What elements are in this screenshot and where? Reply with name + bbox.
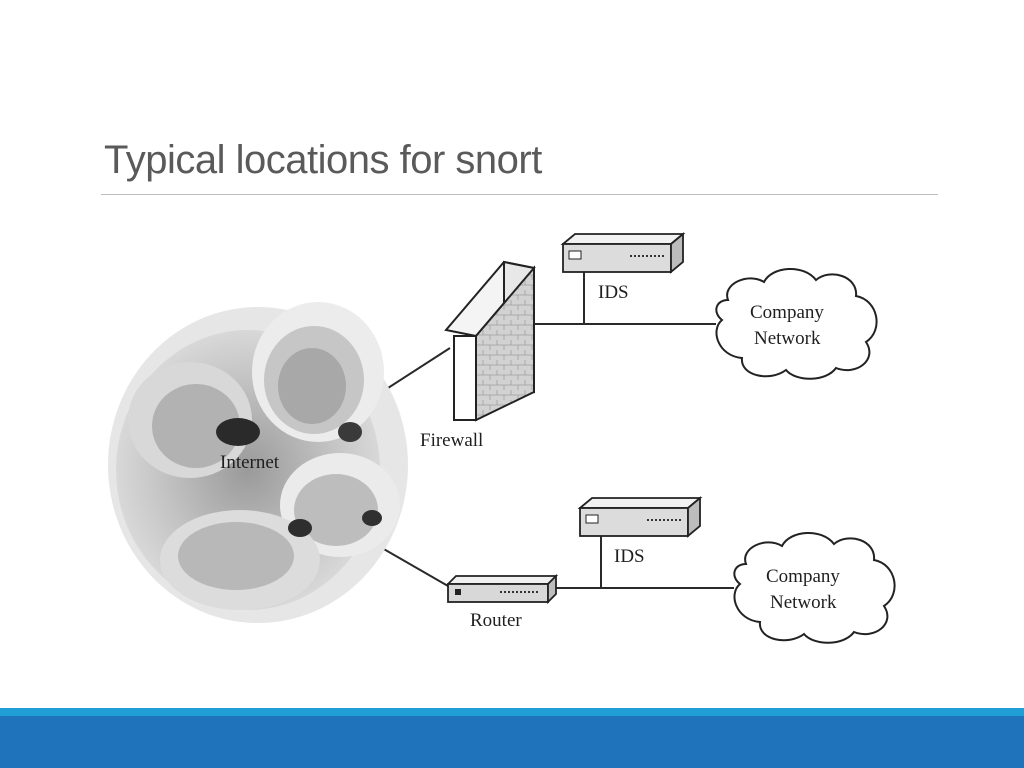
network-diagram: Internet Firewall IDS Company Network Ro… xyxy=(108,232,896,644)
title-divider xyxy=(101,194,938,195)
link-internet-firewall xyxy=(387,347,451,389)
slide-title: Typical locations for snort xyxy=(104,138,542,182)
company-bottom-line1: Company xyxy=(766,566,840,587)
link-internet-router xyxy=(381,547,449,587)
ids-bottom-icon: IDS xyxy=(577,496,703,567)
router-icon: Router xyxy=(445,573,559,631)
company-network-bottom-icon: Company Network xyxy=(733,531,896,644)
internet-label: Internet xyxy=(220,452,280,473)
router-label: Router xyxy=(470,610,522,631)
company-top-line1: Company xyxy=(750,302,824,323)
company-top-line2: Network xyxy=(754,328,821,349)
company-network-top-icon: Company Network xyxy=(715,267,878,380)
footer-accent-bar xyxy=(0,708,1024,716)
footer-band xyxy=(0,716,1024,768)
connection-lines xyxy=(381,272,734,589)
company-bottom-line2: Network xyxy=(770,592,837,613)
firewall-label: Firewall xyxy=(420,430,483,451)
ids-top-label: IDS xyxy=(598,282,629,303)
ids-top-icon: IDS xyxy=(560,232,686,303)
internet-cloud-icon: Internet xyxy=(108,302,408,623)
firewall-icon: Firewall xyxy=(420,260,536,451)
ids-bottom-label: IDS xyxy=(614,546,645,567)
